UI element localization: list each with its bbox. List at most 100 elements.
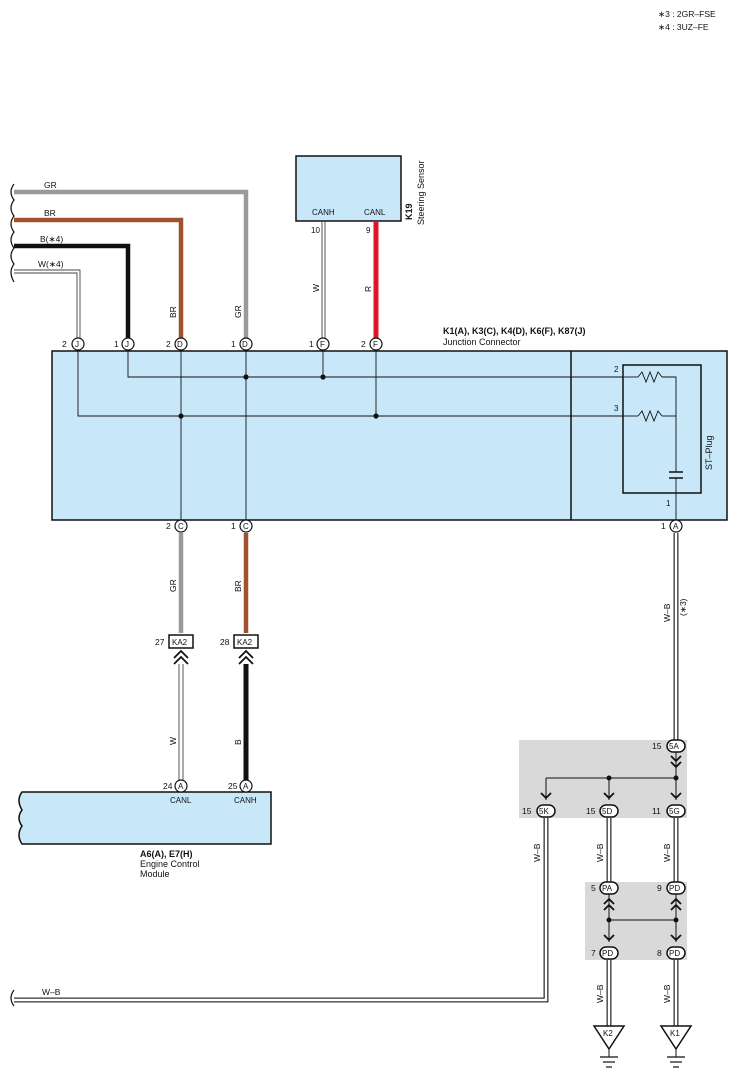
- left-wire-label-w: W(∗4): [38, 259, 64, 269]
- ecm-name-line2: Module: [140, 869, 170, 879]
- splice-pin-5k: 5K 15: [522, 804, 556, 818]
- svg-text:PD: PD: [669, 949, 680, 958]
- junction-title: K1(A), K3(C), K4(D), K6(F), K87(J): [443, 326, 586, 336]
- ecm-name-line1: Engine Control: [140, 859, 200, 869]
- svg-text:F: F: [373, 340, 378, 349]
- wire-br-top: [14, 217, 184, 340]
- svg-text:C: C: [243, 522, 249, 531]
- svg-text:5K: 5K: [539, 807, 549, 816]
- steering-sensor-canl: CANL: [364, 208, 386, 217]
- ecm-title: A6(A), E7(H): [140, 849, 193, 859]
- svg-text:A: A: [178, 782, 184, 791]
- svg-text:5G: 5G: [669, 807, 680, 816]
- wire-label-star3: (∗3): [678, 598, 688, 616]
- splice-pin-5d: 5D 15: [586, 804, 619, 818]
- wire-label-br-bottom: BR: [233, 580, 243, 592]
- wire-w-top: [14, 269, 81, 340]
- svg-text:11: 11: [652, 806, 661, 816]
- svg-text:K1: K1: [670, 1029, 680, 1038]
- svg-text:5: 5: [591, 883, 596, 893]
- steering-pin-9: 9: [366, 226, 371, 235]
- svg-text:1: 1: [309, 339, 314, 349]
- junction-top-pin-d1: D 1: [231, 337, 253, 351]
- wire-label-wb-bottom: W–B: [42, 987, 61, 997]
- svg-text:CANH: CANH: [234, 796, 257, 805]
- wire-label-wb-k2: W–B: [595, 984, 605, 1003]
- legend-line-2: ∗4 : 3UZ–FE: [658, 22, 709, 32]
- st-plug-pin-2: 2: [614, 365, 619, 374]
- wire-label-w-ecm: W: [168, 737, 178, 745]
- ecm-pin-25: A 25 CANH: [228, 779, 257, 805]
- splice-bottom-dot-1: [606, 917, 612, 923]
- splice-pin-pd-in: PD 9: [657, 881, 686, 895]
- junction-top-pin-f2: F 2: [361, 337, 383, 351]
- st-plug-pin-1: 1: [666, 499, 671, 508]
- wire-w-steering: [321, 221, 326, 340]
- svg-text:28: 28: [220, 637, 230, 647]
- left-wire-breaks: [10, 183, 15, 283]
- wire-gr-top: [14, 189, 249, 340]
- splice-pin-5a: 5A 15: [652, 739, 686, 753]
- splice-pin-5g: 5G 11: [652, 804, 686, 818]
- svg-text:D: D: [242, 340, 248, 349]
- svg-text:5D: 5D: [602, 807, 612, 816]
- ground-k1: K1: [659, 1025, 693, 1068]
- svg-text:C: C: [178, 522, 184, 531]
- splice-pin-pd-7: PD 7: [591, 946, 619, 960]
- wire-label-gr-bottom: GR: [168, 579, 178, 592]
- steering-sensor-name: Steering Sensor: [416, 160, 426, 225]
- wire-label-wb-k1: W–B: [662, 984, 672, 1003]
- svg-text:J: J: [125, 340, 129, 349]
- svg-text:KA2: KA2: [237, 638, 253, 647]
- left-wire-label-gr: GR: [44, 180, 57, 190]
- steering-sensor-box: [295, 155, 402, 222]
- splice-bottom-dot-2: [673, 917, 679, 923]
- svg-text:J: J: [75, 340, 79, 349]
- junction-top-pin-f1: F 1: [309, 337, 330, 351]
- junction-bottom-pin-c1: C 1: [231, 519, 253, 533]
- wire-w-ecm: [178, 664, 184, 780]
- svg-text:2: 2: [361, 339, 366, 349]
- junction-bottom-pin-a1: A 1: [661, 519, 683, 533]
- junction-top-pin-d2: D 2: [166, 337, 188, 351]
- junction-top-pin-j2: J 2: [62, 337, 85, 351]
- junction-connector-box: [51, 350, 728, 521]
- svg-text:2: 2: [166, 521, 171, 531]
- svg-text:2: 2: [62, 339, 67, 349]
- wire-label-b-ecm: B: [233, 739, 243, 745]
- svg-text:CANL: CANL: [170, 796, 192, 805]
- left-wire-label-b: B(∗4): [40, 234, 63, 244]
- wire-label-br-top: BR: [168, 306, 178, 318]
- svg-text:1: 1: [231, 521, 236, 531]
- splice-pin-pd-8: PD 8: [657, 946, 686, 960]
- junction-internal-wiring: [77, 351, 683, 520]
- svg-text:A: A: [243, 782, 249, 791]
- svg-text:9: 9: [657, 883, 662, 893]
- splice-top-dot-2: [673, 775, 679, 781]
- junction-name: Junction Connector: [443, 337, 521, 347]
- ka2-connector-28: KA2 28: [220, 634, 259, 665]
- splice-top-arrows: [540, 755, 682, 800]
- left-wire-label-br: BR: [44, 208, 56, 218]
- svg-text:24: 24: [163, 781, 173, 791]
- svg-text:K2: K2: [603, 1029, 613, 1038]
- svg-text:27: 27: [155, 637, 165, 647]
- ka2-connector-27: KA2 27: [155, 634, 194, 665]
- wire-label-wb-5g: W–B: [662, 843, 672, 862]
- junction-bottom-pin-c2: C 2: [166, 519, 188, 533]
- svg-text:15: 15: [522, 806, 532, 816]
- splice-pin-pa: PA 5: [591, 881, 619, 895]
- st-plug-label: ST–Plug: [704, 435, 714, 470]
- svg-text:F: F: [320, 340, 325, 349]
- svg-text:15: 15: [586, 806, 596, 816]
- steering-pin-10: 10: [311, 226, 320, 235]
- svg-text:D: D: [177, 340, 183, 349]
- svg-text:1: 1: [231, 339, 236, 349]
- wire-label-wb-5k: W–B: [532, 843, 542, 862]
- junction-dots: [178, 374, 379, 419]
- svg-text:15: 15: [652, 741, 662, 751]
- wire-label-w-steering: W: [311, 284, 321, 292]
- svg-text:2: 2: [166, 339, 171, 349]
- svg-text:7: 7: [591, 948, 596, 958]
